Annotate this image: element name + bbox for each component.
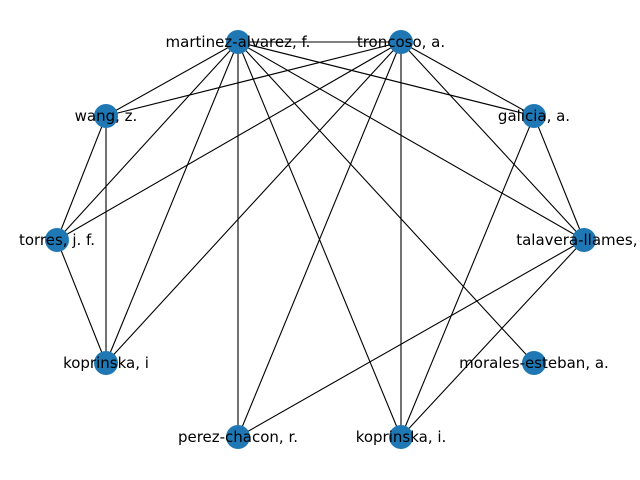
node-label-torres: torres, j. f. bbox=[19, 231, 95, 249]
node-morales-esteban bbox=[522, 351, 546, 375]
node-label-koprinska-a: koprinska, i bbox=[63, 354, 149, 372]
edge-martinez-alvarez-koprinska-a bbox=[105, 41, 239, 364]
node-koprinska-a bbox=[94, 351, 118, 375]
node-label-galicia: galicia, a. bbox=[498, 107, 570, 125]
node-talavera-llames bbox=[572, 228, 596, 252]
edge-galicia-koprinska-b bbox=[400, 115, 535, 438]
node-wang bbox=[94, 104, 118, 128]
node-galicia bbox=[522, 104, 546, 128]
node-label-perez-chacon: perez-chacon, r. bbox=[178, 428, 298, 446]
node-koprinska-b bbox=[389, 425, 413, 449]
node-troncoso bbox=[389, 30, 413, 54]
edge-troncoso-koprinska-a bbox=[105, 41, 402, 364]
node-torres bbox=[45, 228, 69, 252]
node-label-troncoso: troncoso, a. bbox=[357, 33, 445, 51]
edge-troncoso-talavera-llames bbox=[400, 41, 585, 241]
edge-martinez-alvarez-wang bbox=[105, 41, 239, 117]
node-perez-chacon bbox=[226, 425, 250, 449]
edge-martinez-alvarez-talavera-llames bbox=[237, 41, 585, 241]
node-label-talavera-llames: talavera-llames, r. bbox=[516, 231, 640, 249]
edge-galicia-talavera-llames bbox=[533, 115, 585, 241]
node-label-martinez-alvarez: martinez-alvarez, f. bbox=[166, 33, 311, 51]
edge-troncoso-torres bbox=[56, 41, 402, 241]
node-label-wang: wang, z. bbox=[75, 107, 138, 125]
node-label-morales-esteban: morales-esteban, a. bbox=[459, 354, 609, 372]
label-layer: martinez-alvarez, f. troncoso, a. wang, z.… bbox=[19, 33, 640, 446]
node-layer bbox=[45, 30, 596, 449]
edge-martinez-alvarez-morales-esteban bbox=[237, 41, 535, 364]
edge-troncoso-galicia bbox=[400, 41, 535, 117]
edge-talavera-llames-koprinska-b bbox=[400, 239, 585, 438]
edge-martinez-alvarez-torres bbox=[56, 41, 239, 241]
edge-troncoso-perez-chacon bbox=[237, 41, 402, 438]
node-martinez-alvarez bbox=[226, 30, 250, 54]
edge-troncoso-wang bbox=[105, 41, 402, 117]
node-label-koprinska-b: koprinska, i. bbox=[356, 428, 447, 446]
edge-talavera-llames-perez-chacon bbox=[237, 239, 585, 438]
edge-wang-torres bbox=[56, 115, 107, 241]
edge-layer bbox=[56, 41, 585, 438]
edge-torres-koprinska-a bbox=[56, 239, 107, 364]
